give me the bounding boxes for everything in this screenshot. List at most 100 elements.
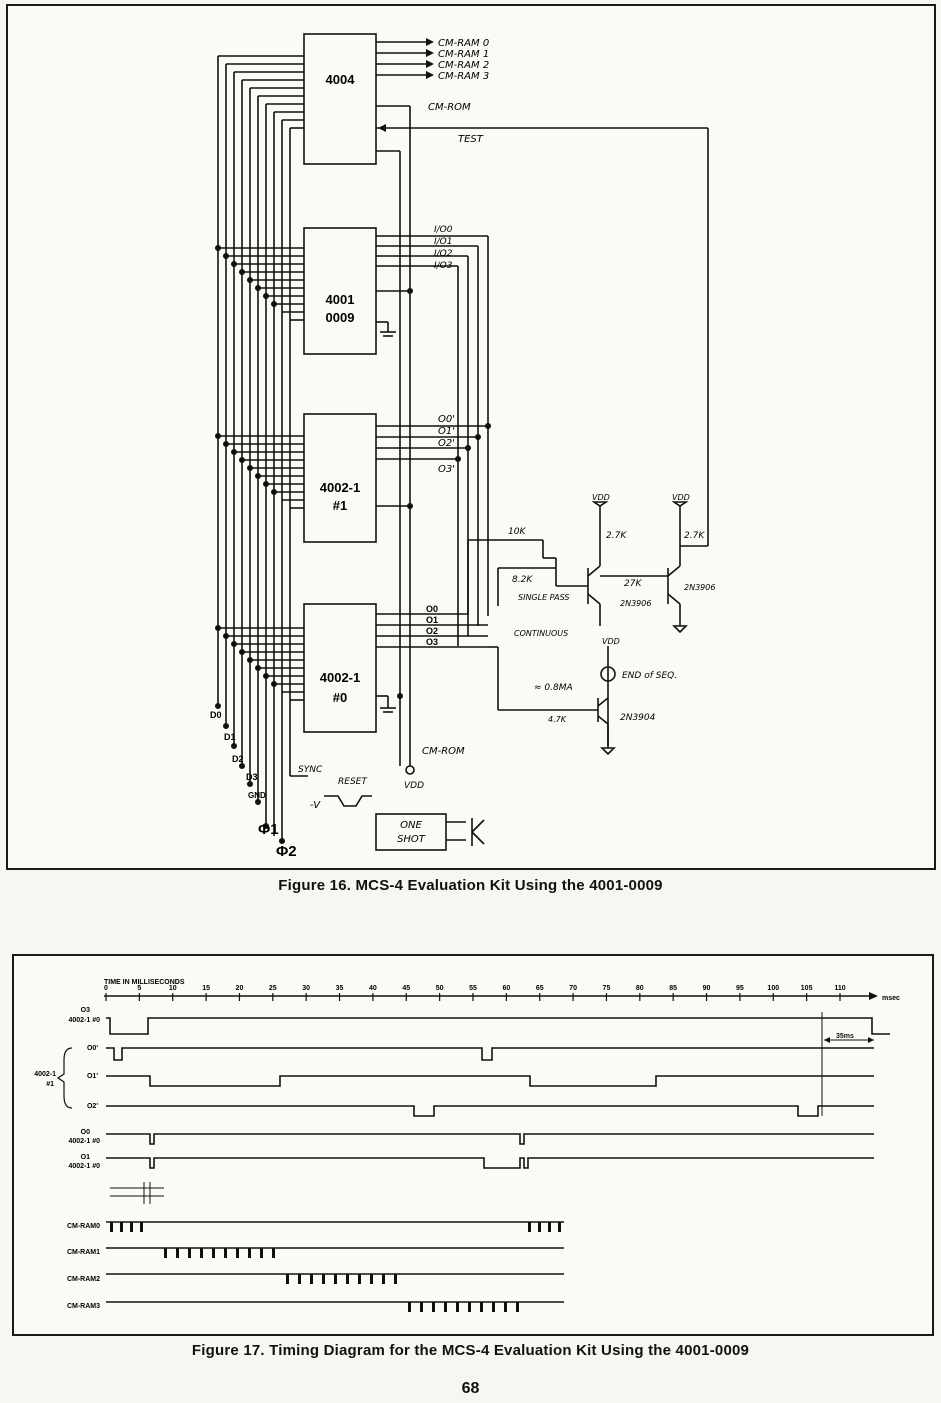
cmram2-pulse bbox=[358, 1274, 361, 1284]
r47k-label: 4.7K bbox=[548, 715, 567, 724]
cmram2-pulse bbox=[382, 1274, 385, 1284]
chip-4004-label: 4004 bbox=[326, 72, 356, 87]
axis-tick-label: 65 bbox=[536, 985, 544, 992]
cmram1-pulse bbox=[248, 1248, 251, 1258]
chip-ram0-label: 4002-1 bbox=[320, 670, 360, 685]
cmram2-pulse bbox=[370, 1274, 373, 1284]
sig-o1-label: O1 bbox=[81, 1154, 90, 1161]
cm-ram-pulses bbox=[110, 1222, 561, 1312]
cmram1-pulse bbox=[200, 1248, 203, 1258]
bus-d2-label: D2 bbox=[232, 754, 244, 764]
cmram3-pulse bbox=[504, 1302, 507, 1312]
cmram2-pulse bbox=[286, 1274, 289, 1284]
cmram3-pulse bbox=[480, 1302, 483, 1312]
chip-ram1-label: 4002-1 bbox=[320, 480, 360, 495]
wave-o3 bbox=[106, 1017, 890, 1035]
o3p-label: O3' bbox=[438, 464, 455, 475]
r10k-label: 10K bbox=[508, 527, 526, 537]
r82k-label: 8.2K bbox=[512, 575, 533, 585]
axis-tick-label: 45 bbox=[402, 985, 410, 992]
axis-tick-label: 20 bbox=[236, 985, 244, 992]
sync-label: SYNC bbox=[298, 765, 323, 775]
vdd-a-label: VDD bbox=[592, 493, 610, 502]
o2-label: O2 bbox=[426, 626, 438, 636]
figure-16-caption: Figure 16. MCS-4 Evaluation Kit Using th… bbox=[278, 877, 663, 894]
cmram0-pulse bbox=[558, 1222, 561, 1232]
axis-tick-label: 80 bbox=[636, 985, 644, 992]
chip-4001-label: 4001 bbox=[326, 292, 355, 307]
o0-label: O0 bbox=[426, 604, 438, 614]
cmram2-pulse bbox=[310, 1274, 313, 1284]
cmram3-pulse bbox=[408, 1302, 411, 1312]
sig-o1p-label: O1' bbox=[87, 1073, 98, 1080]
cmram2-pulse bbox=[346, 1274, 349, 1284]
axis-tick-label: 5 bbox=[137, 985, 141, 992]
io2-label: I/O2 bbox=[434, 249, 453, 259]
cmram2-pulse bbox=[334, 1274, 337, 1284]
sig-o1-chip-label: 4002-1 #0 bbox=[68, 1163, 100, 1170]
cmram2-pulse bbox=[322, 1274, 325, 1284]
sig-o3-label: O3 bbox=[81, 1007, 90, 1014]
transistor-c-label: 2N3904 bbox=[620, 713, 656, 723]
schematic-drawing: 4004 4001 0009 4002-1 #1 4002-1 #0 CM-RA… bbox=[210, 33, 715, 860]
cmram0-pulse bbox=[528, 1222, 531, 1232]
cmram3-pulse bbox=[420, 1302, 423, 1312]
sig-cmram1-label: CM-RAM1 bbox=[67, 1249, 100, 1256]
cmram3-pulse bbox=[444, 1302, 447, 1312]
sig-cmram3-label: CM-RAM3 bbox=[67, 1303, 100, 1310]
sig-cmram0-label: CM-RAM0 bbox=[67, 1223, 100, 1230]
bus-gnd-label: GND bbox=[248, 791, 266, 800]
chip-4002-1-1 bbox=[303, 413, 377, 543]
vdd-b-label: VDD bbox=[672, 493, 690, 502]
cmram1-pulse bbox=[176, 1248, 179, 1258]
cmram0-pulse bbox=[140, 1222, 143, 1232]
sig-o3-chip-label: 4002-1 #0 bbox=[68, 1017, 100, 1024]
cm-ram-1-label: CM-RAM 1 bbox=[438, 49, 489, 60]
cmram3-pulse bbox=[456, 1302, 459, 1312]
figure-16-schematic: 4004 4001 0009 4002-1 #1 4002-1 #0 CM-RA… bbox=[6, 4, 936, 870]
cm-ram-3-label: CM-RAM 3 bbox=[438, 71, 489, 82]
cmram3-pulse bbox=[468, 1302, 471, 1312]
axis-title: TIME IN MILLISECONDS bbox=[104, 979, 185, 986]
cm-rom-bottom-label: CM-ROM bbox=[422, 746, 465, 757]
axis-tick-label: 10 bbox=[169, 985, 177, 992]
chip-ram0-sub: #0 bbox=[333, 690, 347, 705]
cmram0-pulse bbox=[538, 1222, 541, 1232]
cmram1-pulse bbox=[188, 1248, 191, 1258]
axis-tick-label: 40 bbox=[369, 985, 377, 992]
axis-tick-label: 25 bbox=[269, 985, 277, 992]
group-brace bbox=[56, 1047, 73, 1109]
axis-tick-label: 0 bbox=[104, 985, 108, 992]
chip-4002-1-0 bbox=[303, 603, 377, 733]
cmram1-pulse bbox=[272, 1248, 275, 1258]
axis-tick-label: 30 bbox=[302, 985, 310, 992]
cmram1-pulse bbox=[224, 1248, 227, 1258]
chip-4001 bbox=[303, 227, 377, 355]
cmram2-pulse bbox=[298, 1274, 301, 1284]
sig-o2p-label: O2' bbox=[87, 1103, 98, 1110]
axis-tick-label: 110 bbox=[834, 985, 845, 992]
cm-rom-top-label: CM-ROM bbox=[428, 102, 471, 113]
period-marker-arrow-right bbox=[868, 1037, 874, 1043]
sig-o0-label: O0 bbox=[81, 1129, 90, 1136]
junction-dots bbox=[215, 245, 491, 844]
period-marker-arrow-left bbox=[824, 1037, 830, 1043]
wave-o0 bbox=[106, 1133, 874, 1145]
cmram1-pulse bbox=[164, 1248, 167, 1258]
axis-tick-label: 70 bbox=[569, 985, 577, 992]
axis-tick-label: 85 bbox=[669, 985, 677, 992]
bus-phi2-label: Φ2 bbox=[276, 843, 297, 860]
group-label-1: 4002-1 bbox=[34, 1071, 56, 1078]
axis-tick-label: 50 bbox=[436, 985, 444, 992]
vdd-c-label: VDD bbox=[602, 637, 620, 646]
axis-tick-label: 105 bbox=[801, 985, 813, 992]
wave-o1p bbox=[106, 1075, 874, 1087]
one-shot-line1: ONE bbox=[400, 820, 422, 831]
cm-ram-2-label: CM-RAM 2 bbox=[438, 60, 489, 71]
cm-ram-0-label: CM-RAM 0 bbox=[438, 38, 489, 49]
sig-o0p-label: O0' bbox=[87, 1045, 98, 1052]
cmram0-pulse bbox=[110, 1222, 113, 1232]
cmram1-pulse bbox=[260, 1248, 263, 1258]
